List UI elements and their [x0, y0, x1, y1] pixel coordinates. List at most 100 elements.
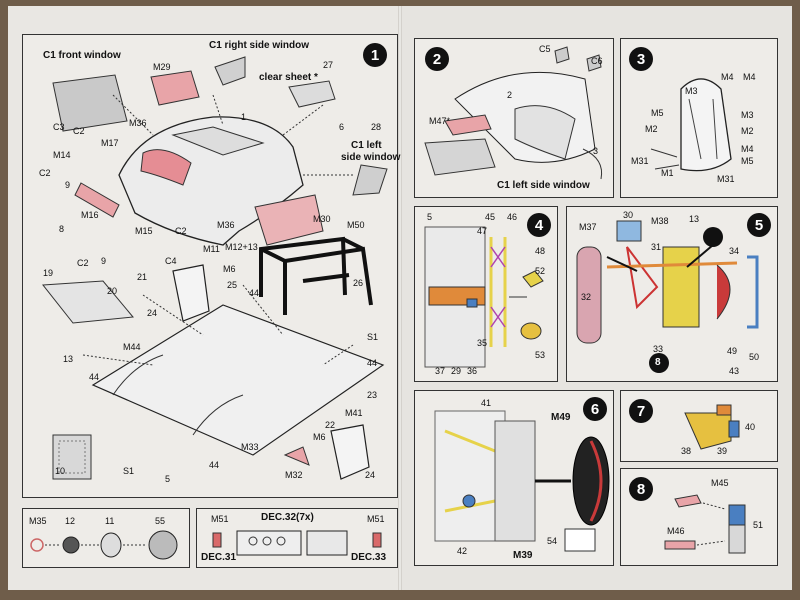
part-label: DEC.32(7x): [261, 512, 314, 523]
m35-ring: [30, 538, 44, 552]
part-label: M15: [135, 226, 153, 236]
part-label: 46: [507, 212, 518, 222]
assembly-diagram-1: [42, 56, 388, 480]
part-label: M2: [645, 124, 658, 134]
part-label: M35: [29, 516, 47, 526]
purple-bracing: [490, 246, 506, 328]
chassis-floor: [91, 304, 385, 456]
part-label: C2: [175, 226, 187, 236]
part-30: [616, 220, 642, 242]
tyre-inner-part: [100, 532, 122, 558]
c1-front-window-label: C1 front window: [43, 50, 121, 61]
part-label: 10: [55, 466, 66, 476]
wheels-diagram: [30, 530, 178, 560]
part-label: M16: [81, 210, 99, 220]
part-label: 2: [507, 90, 513, 100]
part-label: 9: [101, 256, 107, 266]
part-label: 44: [367, 358, 378, 368]
part-50: [747, 255, 759, 329]
step-2-panel: 2 C5 C6 2 M47* 3 C1 left side window: [414, 38, 614, 198]
part-label: M38: [651, 216, 669, 226]
tyre-part: [148, 530, 178, 560]
m45-part: [674, 494, 702, 508]
decals-panel: M51 DEC.32(7x) M51 DEC.31 DEC.33: [196, 508, 398, 568]
part-label: C3: [53, 122, 65, 132]
assembly-diagram-6: [434, 410, 610, 552]
wheel-arch-right: [192, 394, 244, 436]
m47-decal-part: [444, 114, 492, 136]
callout-7-icon: [703, 227, 723, 247]
assembly-diagram-4: [424, 226, 544, 368]
step-number-badge: 3: [629, 47, 653, 71]
step-7-panel: 7 40 38 39: [620, 390, 778, 462]
part-label: 25: [227, 280, 238, 290]
seat-upper: [172, 264, 210, 322]
part-label: 35: [477, 338, 488, 348]
part-label: 1: [241, 112, 247, 122]
part-label: M41: [345, 408, 363, 418]
callout-8-icon: [649, 353, 669, 373]
windshield-outline: [171, 126, 265, 156]
part-label: M4: [741, 144, 754, 154]
c5-part: [554, 46, 570, 64]
part-label: M11: [203, 244, 220, 254]
part-label: 44: [249, 288, 260, 298]
part-52: [522, 270, 544, 288]
m51-left-part: [212, 532, 222, 548]
part-label: 50: [749, 352, 760, 362]
step2-caption: C1 left side window: [497, 180, 590, 191]
assembly-diagram-5: [576, 220, 759, 373]
part-label: 54: [547, 536, 558, 546]
part-label: 42: [457, 546, 468, 556]
part-label: 13: [689, 214, 700, 224]
part-label: 39: [717, 446, 728, 456]
part-label: DEC.31: [201, 552, 237, 563]
part-label: M45: [711, 478, 729, 488]
part-label: M32: [285, 470, 303, 480]
step-8-panel: 8 M45 51 M46: [620, 468, 778, 566]
yellow-frame: [489, 237, 507, 347]
part-label: 6: [339, 122, 345, 132]
part-label: 11: [105, 516, 115, 526]
part-label: 26: [353, 278, 364, 288]
step-4-panel: 4 5 45 46 47 48 52 35 53 37 29 36: [414, 206, 558, 382]
step-5-panel: 5 30 M38 13 M37 31 34 32 33 49 50 43 8: [566, 206, 778, 382]
part-label: M36: [217, 220, 235, 230]
part-label: M47*: [429, 116, 451, 126]
part-label: M39: [513, 550, 533, 561]
part-label: S1: [367, 332, 379, 342]
part-label: M33: [241, 442, 259, 452]
part-label: M37: [579, 222, 597, 232]
m29-decal-part: [150, 70, 200, 106]
arrow-2: [686, 244, 714, 268]
part-label: C2: [39, 168, 51, 178]
part-40-blue: [728, 420, 740, 438]
part-label: 5: [165, 474, 171, 484]
part-label: M5: [741, 156, 754, 166]
part-label: C2: [77, 258, 89, 268]
part-label: C5: [539, 44, 551, 54]
part-label: 23: [367, 390, 378, 400]
part-label: 44: [89, 372, 100, 382]
part-label: 38: [681, 446, 692, 456]
part-label: M6: [313, 432, 326, 442]
part-label: M3: [685, 86, 698, 96]
m30-door-part: [254, 194, 324, 246]
part-label: M51: [367, 514, 385, 524]
part-label: M4: [721, 72, 734, 82]
step-number-badge: 1: [363, 43, 387, 67]
part-label: 21: [137, 272, 148, 282]
part-label: 13: [63, 354, 74, 364]
part-label: 48: [535, 246, 546, 256]
page-fold: [398, 6, 402, 590]
clear-sheet-part: [288, 80, 336, 108]
part-label: M46: [667, 526, 685, 536]
part-label: 12: [65, 516, 76, 526]
c6-part: [586, 54, 602, 72]
step-number-badge: 5: [747, 213, 771, 237]
seat-lower: [330, 424, 370, 480]
step-3-panel: 3 M4 M4 M3 M5 M2 M3 M2 M4 M5 M31 M1 M31: [620, 38, 778, 198]
part-49: [716, 264, 731, 320]
part-label: 22: [325, 420, 336, 430]
m16-grille-part: [74, 182, 120, 218]
